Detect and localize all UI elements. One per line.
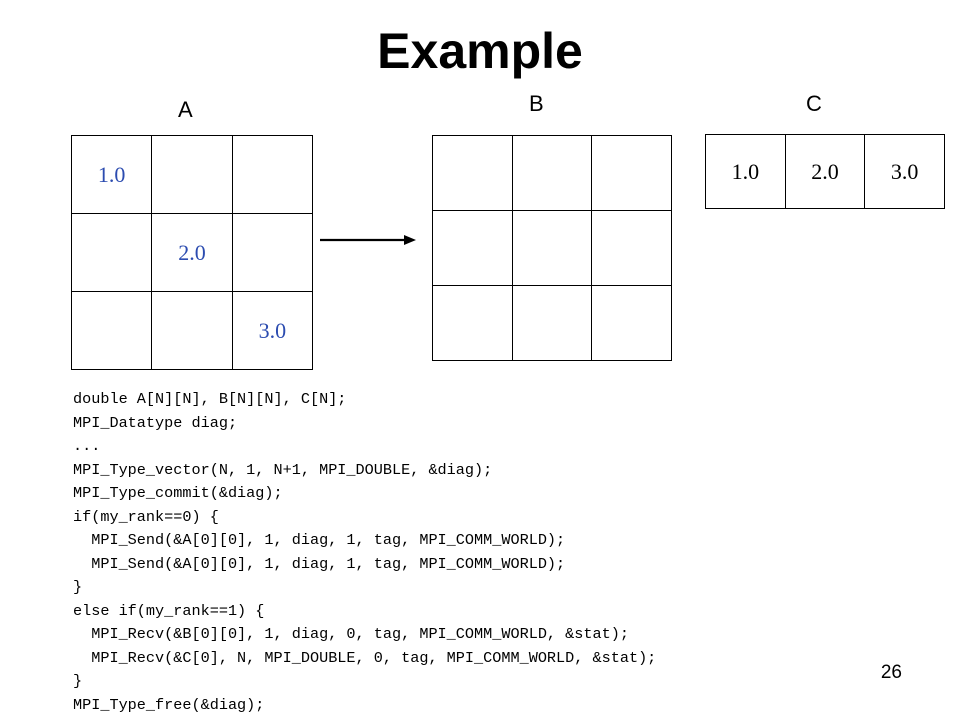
matrix-a-cell [231,213,314,292]
matrix-b-cell [511,285,593,361]
matrix-a-cell [151,291,233,370]
arrow-right-icon [320,235,416,245]
matrix-a-cell: 1.0 [70,135,153,214]
code-line: MPI_Type_vector(N, 1, N+1, MPI_DOUBLE, &… [73,460,493,479]
code-line: MPI_Type_free(&diag); [73,695,265,714]
code-line: if(my_rank==0) { [73,507,219,526]
matrix-c: 1.0 2.0 3.0 [705,134,945,209]
matrix-b [432,135,672,361]
matrix-a-label: A [178,97,193,122]
code-line: else if(my_rank==1) { [73,601,265,620]
code-line: MPI_Type_commit(&diag); [73,484,283,502]
code-listing: double A[N][N], B[N][N], C[N]; MPI_Datat… [73,388,656,717]
code-line: } [73,672,83,690]
matrix-a-cell [231,135,314,214]
matrix-b-row [432,135,672,211]
page-number: 26 [880,662,902,683]
matrix-a-cell [70,291,153,370]
matrix-c-cell: 3.0 [864,134,945,209]
matrix-c-cell: 1.0 [705,134,786,209]
matrix-b-cell [591,210,672,286]
matrix-a-row: 1.0 [70,135,314,214]
matrix-a-cell: 3.0 [231,291,314,370]
slide-title: Example [377,23,583,79]
code-line: ... [73,437,101,455]
matrix-b-label: B [529,91,544,116]
matrix-b-cell [432,210,513,286]
matrix-b-cell [511,210,593,286]
matrix-b-cell [591,135,672,211]
code-line: MPI_Send(&A[0][0], 1, diag, 1, tag, MPI_… [73,531,566,549]
matrix-b-cell [432,285,513,361]
matrix-a-row: 2.0 [70,213,314,292]
matrix-a-cell [151,135,233,214]
matrix-b-cell [432,135,513,211]
matrix-b-row [432,285,672,361]
matrix-a-cell [70,213,153,292]
matrix-c-row: 1.0 2.0 3.0 [705,134,945,209]
matrix-c-cell: 2.0 [784,134,866,209]
matrix-b-cell [511,135,593,211]
code-line: MPI_Send(&A[0][0], 1, diag, 1, tag, MPI_… [73,554,566,573]
matrix-b-cell [591,285,672,361]
matrix-a: 1.0 2.0 3.0 [70,135,314,370]
code-line: MPI_Datatype diag; [73,413,238,432]
matrix-a-row: 3.0 [70,291,314,370]
code-line: MPI_Recv(&C[0], N, MPI_DOUBLE, 0, tag, M… [73,648,657,667]
code-line: MPI_Recv(&B[0][0], 1, diag, 0, tag, MPI_… [73,625,629,643]
code-line: double A[N][N], B[N][N], C[N]; [73,390,347,408]
code-line: } [73,578,83,596]
matrix-b-row [432,210,672,286]
matrix-a-cell: 2.0 [151,213,233,292]
matrix-c-label: C [806,91,822,116]
